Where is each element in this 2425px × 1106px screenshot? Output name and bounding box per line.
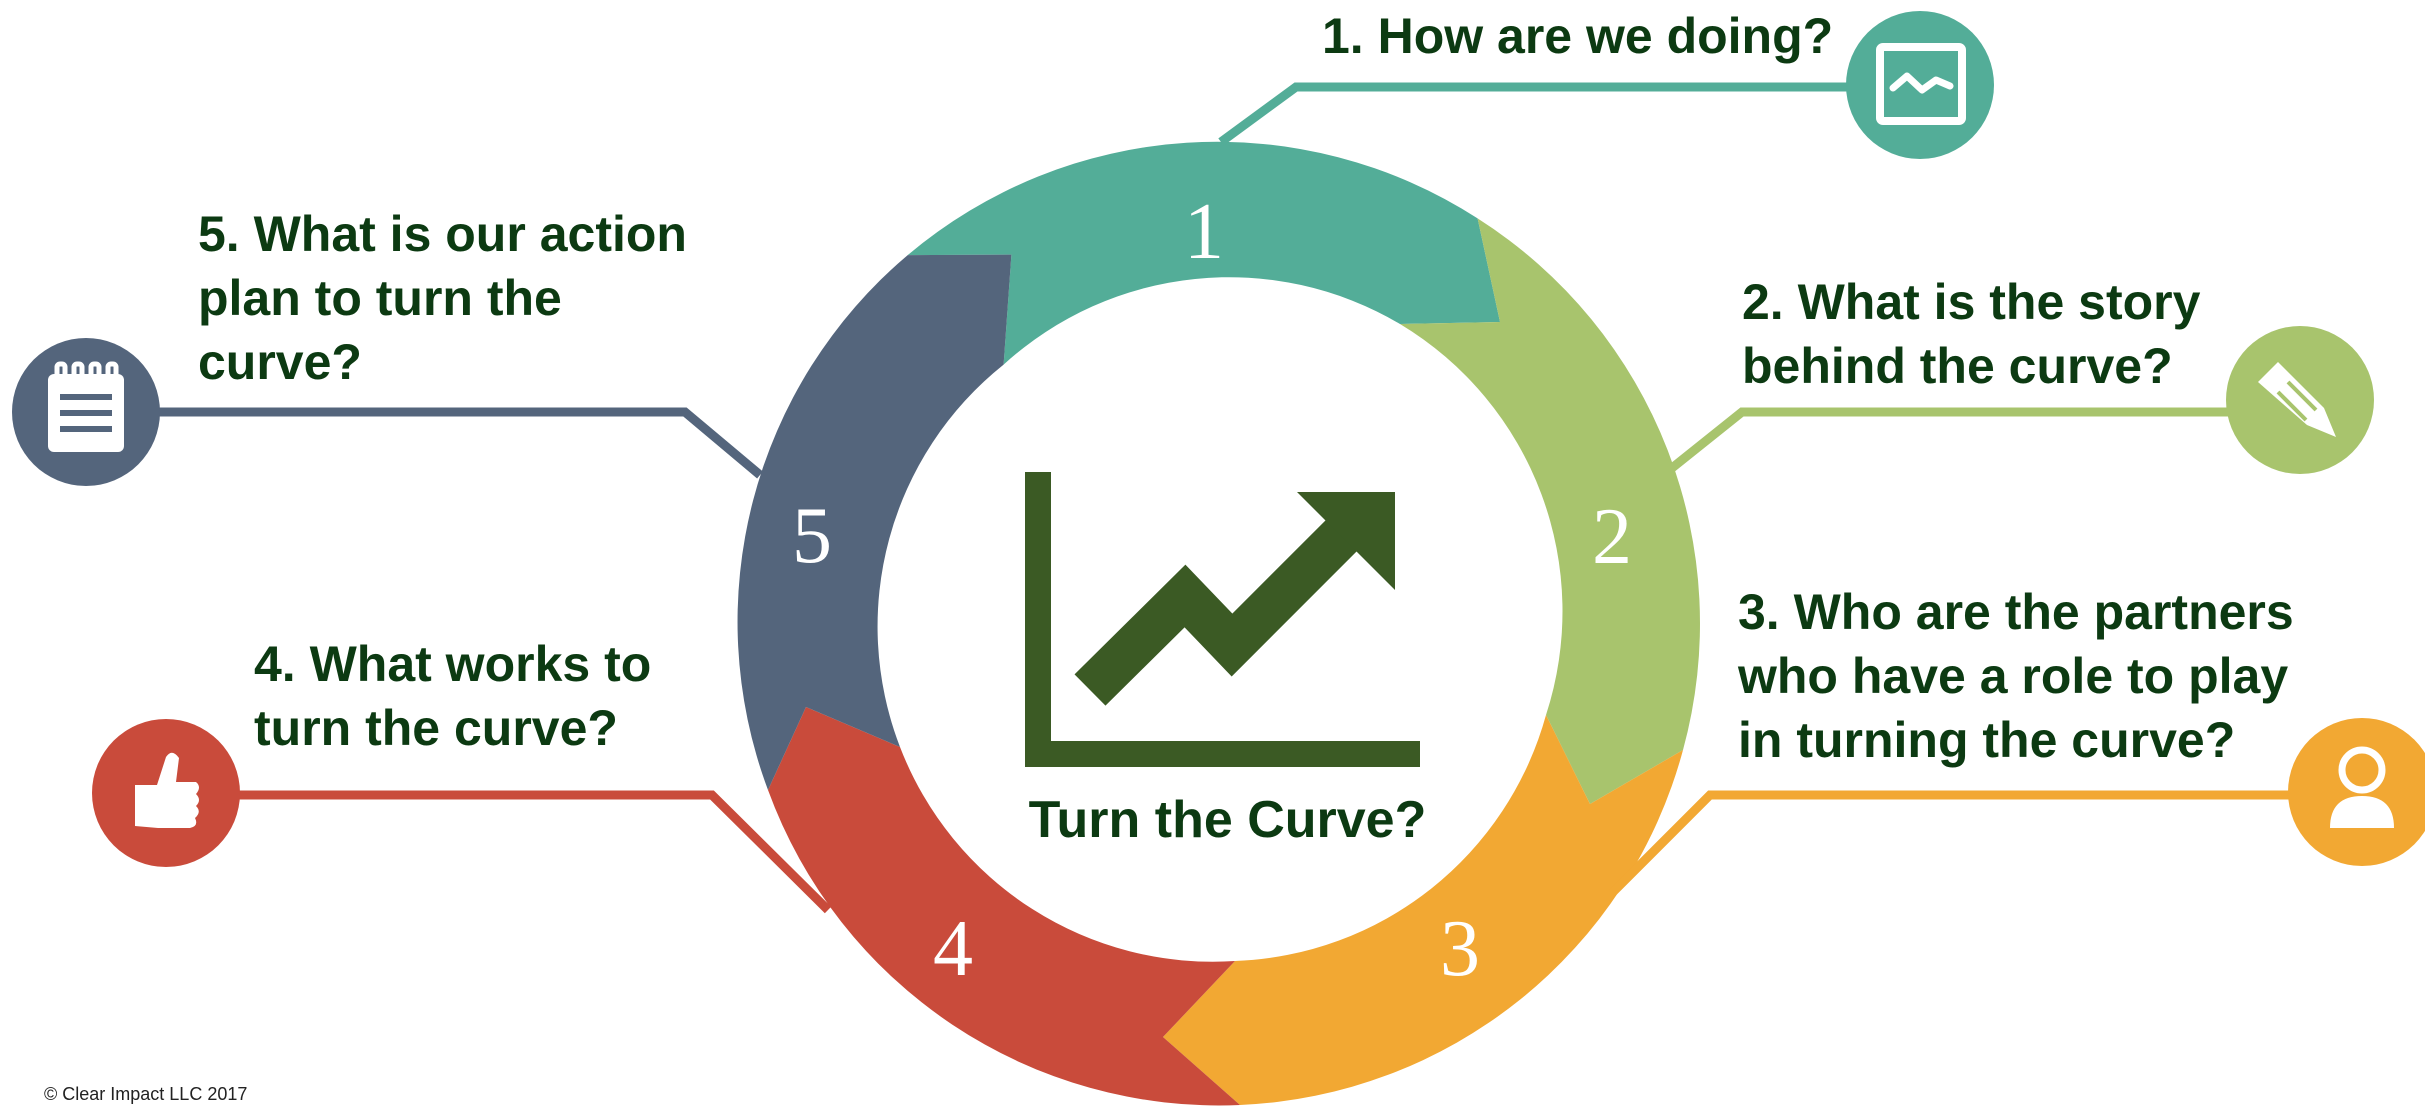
segment-3-arc (1163, 715, 1683, 1105)
leader-line-4 (232, 790, 832, 914)
segment-1-number: 1 (1184, 188, 1224, 276)
copyright-notice: © Clear Impact LLC 2017 (44, 1084, 248, 1104)
leader-line-1 (1218, 82, 1850, 146)
pencil-icon (2226, 326, 2374, 474)
segment-4-arc (768, 707, 1240, 1106)
question-4: 4. What works to turn the curve? (254, 636, 652, 756)
segment-1-arc (907, 141, 1500, 365)
segment-3-number: 3 (1440, 905, 1480, 993)
segment-2-arc (1400, 218, 1700, 804)
segment-4-number: 4 (933, 905, 973, 993)
line-chart-icon (1846, 11, 1994, 159)
question-5: 5. What is our action plan to turn the c… (198, 206, 687, 390)
segment-2-number: 2 (1592, 493, 1632, 581)
question-1: 1. How are we doing? (1322, 8, 1834, 64)
cycle-ring (737, 141, 1700, 1106)
question-2: 2. What is the story behind the curve? (1742, 274, 2201, 394)
segment-5-arc (737, 254, 1012, 791)
leader-line-2 (1669, 407, 2232, 472)
person-icon (2288, 718, 2425, 866)
notepad-icon (12, 338, 160, 486)
leader-line-3 (1596, 790, 2290, 909)
question-3: 3. Who are the partners who have a role … (1738, 584, 2294, 768)
thumbs-up-icon (92, 719, 240, 867)
center-label: Turn the Curve? (1028, 791, 1427, 849)
leader-line-5 (152, 407, 763, 479)
rising-chart-icon (1025, 472, 1420, 767)
segment-5-number: 5 (792, 492, 832, 580)
